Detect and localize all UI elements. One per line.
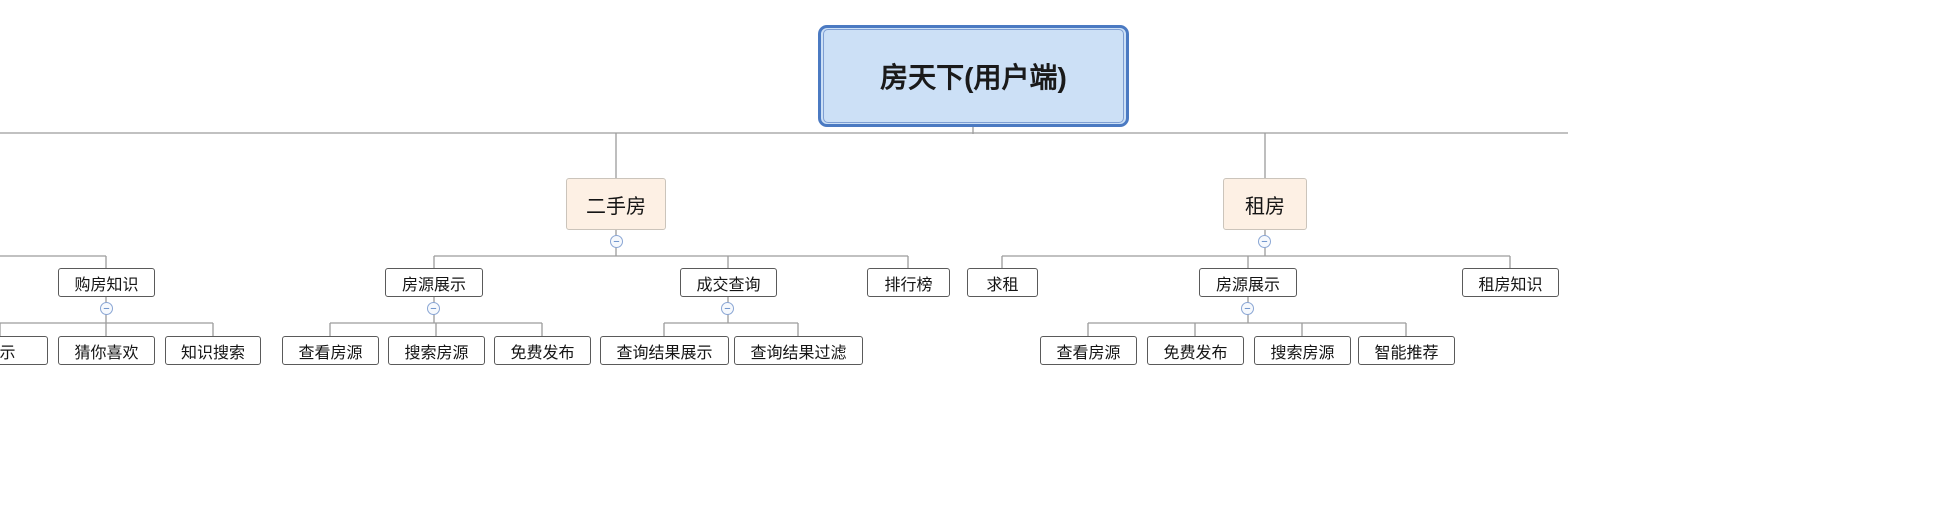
node-zhishi-sousuo[interactable]: 知识搜索 — [165, 336, 261, 365]
collapse-icon-fangyuan-zhanshi-ershoufang[interactable]: − — [427, 302, 440, 315]
node-sousuo-fangyuan-zufang[interactable]: 搜索房源 — [1254, 336, 1351, 365]
node-chakan-fangyuan-zufang[interactable]: 查看房源 — [1040, 336, 1137, 365]
node-chakan-fangyuan-ershoufang[interactable]: 查看房源 — [282, 336, 379, 365]
node-paihangbang[interactable]: 排行榜 — [867, 268, 950, 297]
node-qiuzu[interactable]: 求租 — [967, 268, 1038, 297]
node-sousuo-fangyuan-ershoufang[interactable]: 搜索房源 — [388, 336, 485, 365]
node-mianfei-fabu-ershoufang[interactable]: 免费发布 — [494, 336, 591, 365]
node-zhineng-tuijian[interactable]: 智能推荐 — [1358, 336, 1455, 365]
node-zufang[interactable]: 租房 — [1223, 178, 1307, 230]
collapse-icon-fangyuan-zhanshi-zufang[interactable]: − — [1241, 302, 1254, 315]
collapse-icon-ershoufang[interactable]: − — [610, 235, 623, 248]
collapse-icon-chengjiao-chaxun[interactable]: − — [721, 302, 734, 315]
node-goufang-zhishi[interactable]: 购房知识 — [58, 268, 155, 297]
node-root[interactable]: 房天下(用户端) — [818, 25, 1129, 127]
node-zufang-zhishi[interactable]: 租房知识 — [1462, 268, 1559, 297]
node-chaxun-jieguo-guolv[interactable]: 查询结果过滤 — [734, 336, 863, 365]
collapse-icon-zufang[interactable]: − — [1258, 235, 1271, 248]
connector-path — [0, 127, 1568, 336]
collapse-icon-goufang-zhishi[interactable]: − — [100, 302, 113, 315]
node-mianfei-fabu-zufang[interactable]: 免费发布 — [1147, 336, 1244, 365]
node-root-label: 房天下(用户端) — [823, 29, 1124, 123]
node-ershoufang[interactable]: 二手房 — [566, 178, 666, 230]
node-fangyuan-zhanshi-ershoufang[interactable]: 房源展示 — [385, 268, 483, 297]
node-chaxun-jieguo-zhanshi[interactable]: 查询结果展示 — [600, 336, 729, 365]
node-zhanshi-partial[interactable]: 展示 — [0, 336, 48, 365]
node-cainixihuan[interactable]: 猜你喜欢 — [58, 336, 155, 365]
node-fangyuan-zhanshi-zufang[interactable]: 房源展示 — [1199, 268, 1297, 297]
node-chengjiao-chaxun[interactable]: 成交查询 — [680, 268, 777, 297]
